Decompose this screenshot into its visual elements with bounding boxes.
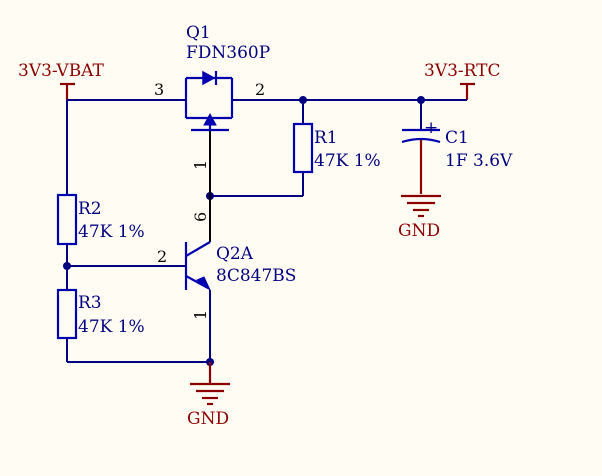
q2a-pin-2: 2 [157,247,167,266]
resistor-r1: R1 47K 1% [292,122,381,174]
c1-polarity-mark: + [424,118,438,138]
r1-designator: R1 [314,128,338,148]
r2-value: 47K 1% [78,222,145,242]
q1-pin-2: 2 [255,80,265,99]
r1-value: 47K 1% [314,151,381,171]
ground-symbol-right: GND [398,194,441,241]
q1-pin-3: 3 [154,80,164,99]
q2a-part-number: 8C847BS [216,266,296,286]
q1-part-number: FDN360P [186,43,270,63]
resistor-r2: R2 47K 1% [56,193,145,246]
transistor-q2a: Q2A 8C847BS 6 2 1 [157,196,296,320]
ground-symbol-bottom: GND [187,362,230,429]
junction-dot [299,96,307,104]
r3-value: 47K 1% [78,317,145,337]
net-port-3v3-rtc: 3V3-RTC [424,61,501,100]
junction-dot [63,262,71,270]
net-port-3v3-vbat: 3V3-VBAT [18,61,105,100]
gnd-label-bottom: GND [187,409,229,429]
r2-designator: R2 [78,199,102,219]
net-label-3v3-rtc: 3V3-RTC [424,61,501,81]
c1-value: 1F 3.6V [445,151,513,171]
net-label-3v3-vbat: 3V3-VBAT [18,61,105,81]
gnd-label-right: GND [398,221,440,241]
q2a-designator: Q2A [216,244,254,264]
junction-dot [417,96,425,104]
c1-designator: C1 [445,128,469,148]
q1-pin-1: 1 [191,160,210,170]
capacitor-c1: + C1 1F 3.6V [401,118,513,194]
r3-designator: R3 [78,293,102,313]
q2a-pin-1: 1 [191,310,210,320]
mosfet-q1: Q1 FDN360P 3 2 1 [154,23,270,196]
q1-designator: Q1 [186,23,211,43]
wires [66,99,467,363]
q2a-pin-6: 6 [191,212,210,222]
resistor-r3: R3 47K 1% [56,288,145,340]
